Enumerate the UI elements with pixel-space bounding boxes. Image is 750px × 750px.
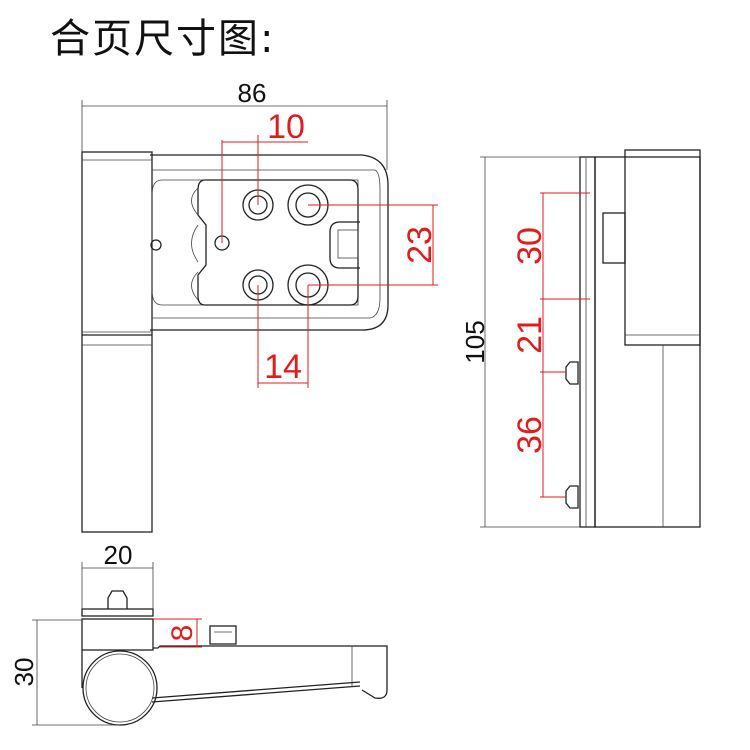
dim-width-86: 86: [238, 78, 267, 108]
dim-hole-offset-10: 10: [267, 108, 305, 146]
bottom-view: [81, 590, 388, 726]
dim-horizontal-spacing-14: 14: [264, 348, 302, 386]
dim-vertical-spacing-23: 23: [401, 226, 439, 264]
dim-height-30: 30: [9, 658, 39, 687]
bottom-dimensions: 20 30 8: [9, 540, 202, 726]
front-dimensions: 86 10 23 14: [81, 78, 439, 388]
dim-seg-30: 30: [511, 227, 549, 265]
dim-width-20: 20: [104, 540, 133, 570]
drawing-title: 合页尺寸图:: [50, 16, 276, 62]
side-dimensions: 105 30 21 36: [460, 156, 590, 528]
side-view: [565, 149, 701, 528]
front-view: [81, 151, 389, 533]
dim-seg-21: 21: [511, 316, 549, 354]
dim-height-105: 105: [460, 320, 490, 363]
dim-seg-36: 36: [511, 416, 549, 454]
dim-step-8: 8: [166, 625, 199, 642]
